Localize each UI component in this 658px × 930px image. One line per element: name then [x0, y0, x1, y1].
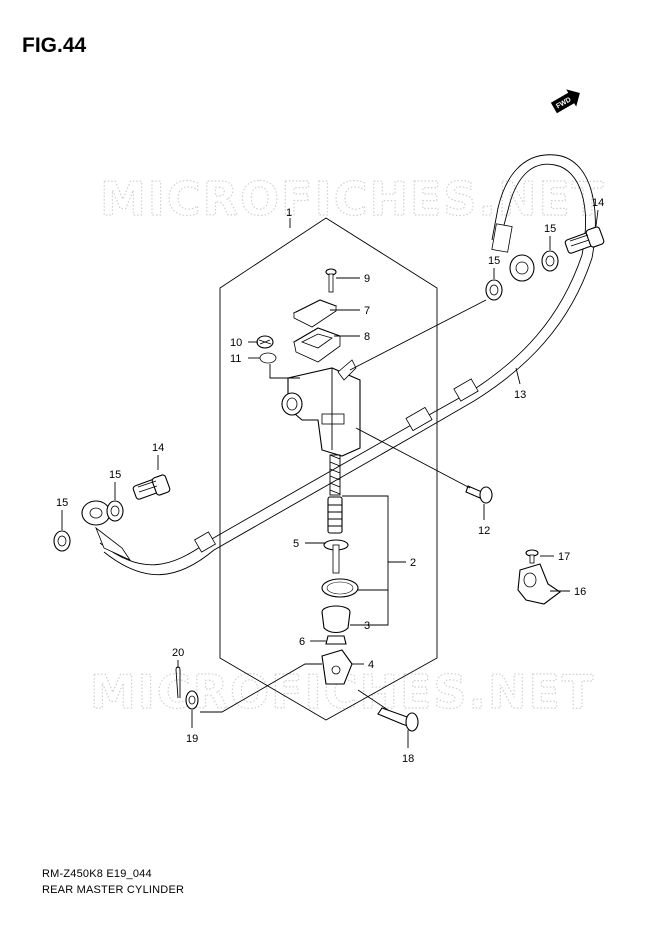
dust-boot: [321, 605, 351, 634]
model-code: RM-Z450K8 E19_044: [42, 868, 152, 880]
callout-3: 3: [364, 620, 370, 632]
callout-14-right: 14: [592, 197, 604, 209]
clevis-joint: [321, 649, 353, 685]
callout-4: 4: [368, 659, 374, 671]
callout-labels: 1 2 3 4 5 6 7 8 9 10 11 12 13 14 14 15 1…: [56, 197, 604, 765]
clevis-pin: [377, 707, 419, 732]
callout-13: 13: [514, 389, 526, 401]
callout-15-left-outer: 15: [56, 497, 68, 509]
diaphragm: [292, 327, 342, 363]
lock-nut: [325, 635, 347, 645]
piston: [327, 496, 343, 534]
callout-14-left: 14: [152, 442, 164, 454]
banjo-bolt-right: [564, 226, 605, 254]
callout-15-left-inner: 15: [109, 469, 121, 481]
reservoir-cap: [292, 299, 338, 328]
diagram-name: REAR MASTER CYLINDER: [42, 884, 185, 896]
washer-left-outer: [53, 530, 71, 552]
callout-15-right-outer: 15: [544, 223, 556, 235]
callout-2: 2: [410, 557, 416, 569]
forward-direction-icon: FWD: [550, 89, 580, 114]
hose-clamp: [517, 563, 561, 605]
callout-10: 10: [230, 337, 242, 349]
callout-9: 9: [364, 273, 370, 285]
brake-hose: [81, 154, 596, 576]
callout-1: 1: [286, 207, 292, 219]
master-cylinder-body: [281, 359, 361, 457]
leader-lines: [61, 209, 599, 748]
circlip-small: [259, 352, 277, 364]
callout-7: 7: [364, 305, 370, 317]
figure-label: FIG.44: [22, 34, 87, 57]
callout-6: 6: [299, 636, 305, 648]
clamp-screw: [525, 549, 539, 564]
piston-spring: [329, 454, 341, 496]
washer-pin: [185, 690, 199, 710]
reservoir-seal: [256, 335, 274, 349]
callout-18: 18: [402, 753, 414, 765]
callout-15-right-inner: 15: [488, 255, 500, 267]
callout-19: 19: [186, 733, 198, 745]
callout-11: 11: [230, 353, 241, 365]
cap-screw: [325, 268, 337, 293]
push-rod-boot: [323, 539, 349, 574]
callout-12: 12: [478, 525, 490, 537]
watermark-top: MICROFICHES.NET: [100, 172, 605, 226]
callout-17: 17: [558, 551, 570, 563]
callout-5: 5: [293, 538, 299, 550]
circlip-large: [321, 578, 359, 598]
assembly-outline: [219, 217, 438, 721]
washer-right-outer: [541, 250, 559, 272]
callout-20: 20: [172, 647, 184, 659]
callout-8: 8: [364, 331, 370, 343]
mount-bolt: [465, 485, 493, 504]
banjo-bolt-left: [132, 474, 171, 500]
washer-right-inner: [485, 279, 503, 301]
washer-left-inner: [106, 500, 124, 522]
callout-16: 16: [574, 586, 586, 598]
